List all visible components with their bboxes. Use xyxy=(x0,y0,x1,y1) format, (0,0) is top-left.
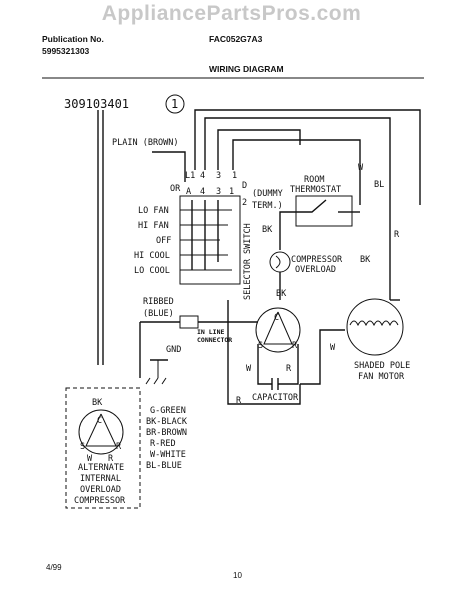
alternate-label-2: INTERNAL xyxy=(80,474,121,484)
overload-element xyxy=(275,255,281,269)
wire-label-bk-2: BK xyxy=(276,289,287,299)
alt-compressor-circle xyxy=(78,409,124,455)
legend-green: G-GREEN xyxy=(150,406,186,416)
alt-compressor-windings xyxy=(85,413,117,447)
publication-number: 5995321303 xyxy=(42,46,90,56)
or-label: OR xyxy=(170,184,181,194)
wire-label-bk-3: BK xyxy=(360,255,371,265)
compressor-circle xyxy=(255,307,301,353)
alt-terminal-s: S xyxy=(80,442,85,452)
thermostat-label: THERMOSTAT xyxy=(290,185,341,195)
terminal-4-mid: 4 xyxy=(200,187,205,197)
switch-off: OFF xyxy=(156,236,171,246)
room-label: ROOM xyxy=(304,175,324,185)
alternate-label-4: COMPRESSOR xyxy=(74,496,126,506)
model-number: FAC052G7A3 xyxy=(209,34,263,44)
ribbed-blue-label: (BLUE) xyxy=(143,309,174,319)
wire-label-r-bottom: R xyxy=(236,396,242,406)
terminal-3-mid: 3 xyxy=(216,187,221,197)
compressor-terminal-c: C xyxy=(274,313,279,323)
switch-lo-cool: LO COOL xyxy=(134,266,170,276)
wire-label-r-top: R xyxy=(394,230,400,240)
footer-date: 4/99 xyxy=(46,563,62,572)
publication-label: Publication No. xyxy=(42,34,104,44)
legend-brown: BR-BROWN xyxy=(146,428,187,438)
diagram-title: WIRING DIAGRAM xyxy=(209,64,284,74)
part-number: 309103401 xyxy=(64,97,129,111)
fan-motor-label-1: SHADED POLE xyxy=(354,361,410,371)
wire-label-w-cap: W xyxy=(246,364,252,374)
wire-label-r-cap: R xyxy=(286,364,292,374)
wire-label-w: W xyxy=(358,163,364,173)
alternate-label-1: ALTERNATE xyxy=(78,463,124,473)
r-wire-bottom xyxy=(227,300,301,405)
capacitor-label: CAPACITOR xyxy=(252,393,299,403)
compressor-overload-label-1: COMPRESSOR xyxy=(291,255,343,265)
alternate-label-3: OVERLOAD xyxy=(80,485,121,495)
w-wire-thermostat xyxy=(217,129,301,170)
terminal-a: A xyxy=(186,187,191,197)
wire-label-bk-1: BK xyxy=(262,225,273,235)
terminal-4-top: 4 xyxy=(200,171,205,181)
terminal-d: D xyxy=(242,181,247,191)
legend-black: BK-BLACK xyxy=(146,417,188,427)
alt-terminal-r: R xyxy=(116,442,122,452)
thermostat-contact xyxy=(300,199,327,213)
gnd-label: GND xyxy=(166,345,181,355)
alt-terminal-w: W xyxy=(87,454,93,464)
footer-page: 10 xyxy=(233,571,242,580)
w-wire-fan xyxy=(300,329,345,385)
compressor-overload-label-2: OVERLOAD xyxy=(295,265,336,275)
terminal-2: 2 xyxy=(242,198,247,208)
terminal-l1: L1 xyxy=(185,171,195,181)
legend-red: R-RED xyxy=(150,439,176,449)
fan-motor-circle xyxy=(346,298,404,356)
watermark: AppliancePartsPros.com xyxy=(101,2,362,25)
legend-white: W-WHITE xyxy=(150,450,186,460)
legend-blue: BL-BLUE xyxy=(146,461,182,471)
ground-hatch-1 xyxy=(145,377,151,385)
switch-lo-fan: LO FAN xyxy=(138,206,169,216)
alt-terminal-c: C xyxy=(97,416,102,426)
ribbed-label: RIBBED xyxy=(143,297,174,307)
thermostat-box xyxy=(295,195,353,227)
in-line-label: IN LINE xyxy=(197,328,224,336)
thermostat-return-wire xyxy=(232,139,361,205)
dummy-term-2: TERM.) xyxy=(252,201,283,211)
brown-wire xyxy=(152,151,186,182)
compressor-windings xyxy=(263,311,293,345)
in-line-connector xyxy=(179,315,199,329)
compressor-terminal-r: R xyxy=(292,341,298,351)
terminal-1-mid: 1 xyxy=(229,187,234,197)
compressor-terminal-s: S xyxy=(258,341,263,351)
ground-hatch-3 xyxy=(161,377,167,385)
ground-hatch-2 xyxy=(153,377,159,385)
w-wire-compressor xyxy=(257,344,272,385)
wire-label-bl: BL xyxy=(374,180,384,190)
plain-wire-label: PLAIN (BROWN) xyxy=(112,138,179,148)
switch-hi-cool: HI COOL xyxy=(134,251,170,261)
alternate-box xyxy=(65,387,141,509)
bk-wire-thermostat xyxy=(279,211,300,250)
wire-label-w-fan: W xyxy=(330,343,336,353)
alt-terminal-r-bottom: R xyxy=(108,454,114,464)
fan-motor-label-2: FAN MOTOR xyxy=(358,372,405,382)
part-circle xyxy=(165,94,185,114)
dummy-term-1: (DUMMY xyxy=(252,189,283,199)
bl-wire xyxy=(204,117,391,300)
main-wire-top xyxy=(194,109,421,205)
fan-motor-winding xyxy=(349,320,399,327)
r-wire-compressor xyxy=(278,344,299,385)
terminal-3-top: 3 xyxy=(216,171,221,181)
connector-label: CONNECTOR xyxy=(197,336,232,344)
terminal-1-top: 1 xyxy=(232,171,237,181)
alt-terminal-bk: BK xyxy=(92,398,103,408)
part-circle-number: 1 xyxy=(171,97,178,111)
selector-switch-label: SELECTOR SWITCH xyxy=(243,223,253,300)
switch-hi-fan: HI FAN xyxy=(138,221,169,231)
